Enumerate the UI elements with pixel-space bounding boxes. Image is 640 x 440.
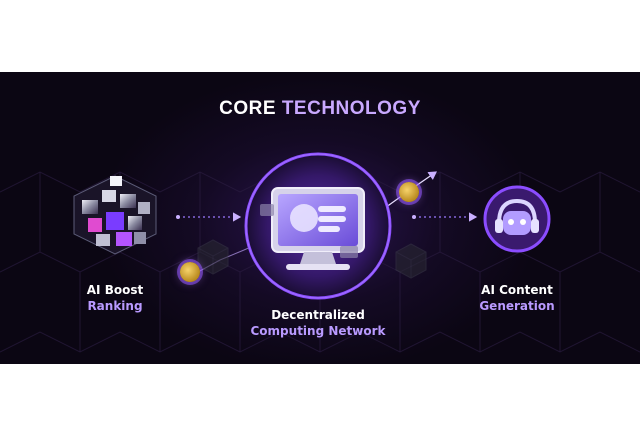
node-label-decentralized-computing-network: Decentralized Computing Network — [250, 308, 386, 338]
coin-icon — [180, 262, 200, 282]
robot-head-icon — [483, 185, 551, 253]
background-cube-icon — [197, 239, 229, 275]
page-title: CORE TECHNOLOGY — [0, 98, 640, 120]
node-label-ai-content-generation: AI Content Generation — [479, 283, 555, 313]
glowing-cube-icon — [73, 175, 157, 255]
core-technology-banner: CORE TECHNOLOGY — [0, 72, 640, 364]
node-label-ai-boost-ranking: AI Boost Ranking — [86, 283, 144, 313]
title-part-technology: TECHNOLOGY — [281, 98, 421, 119]
background-cube-icon — [395, 243, 427, 279]
title-part-core: CORE — [219, 98, 277, 119]
computer-monitor-icon — [244, 152, 392, 300]
coin-icon — [399, 182, 419, 202]
